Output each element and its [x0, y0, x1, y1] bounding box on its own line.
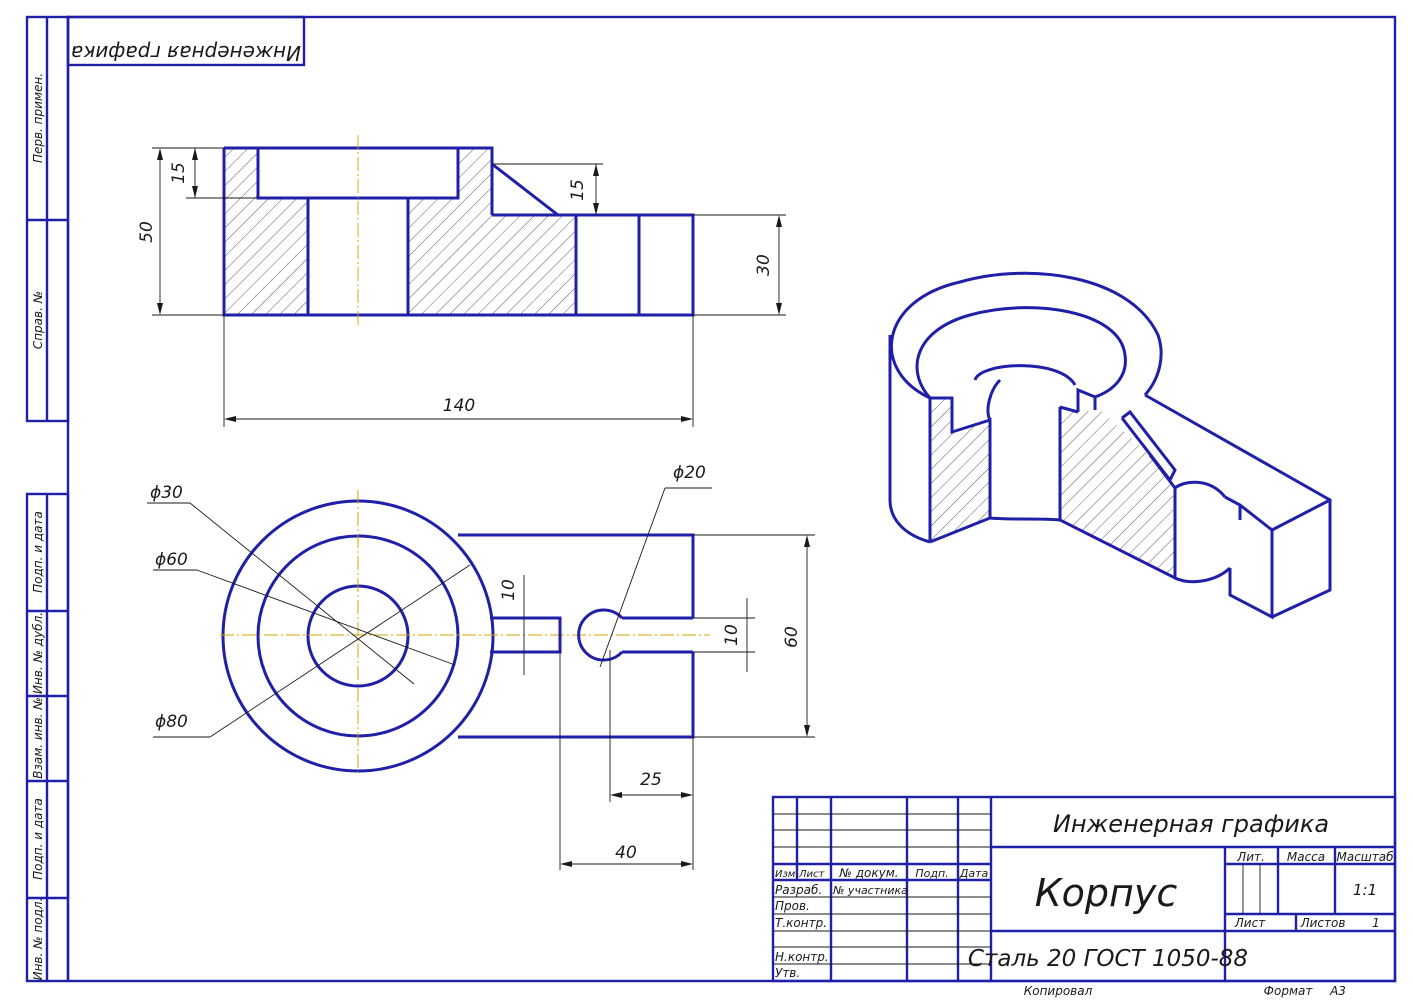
tb-role-utv: Утв.: [775, 966, 800, 980]
dim-length-total: 140: [443, 396, 475, 416]
tb-sheet-label: Лист: [1234, 916, 1266, 930]
dim-lug-width: 60: [782, 626, 802, 648]
side-label-inv-dubl: Инв. № дубл.: [31, 612, 45, 694]
tb-role-prov: Пров.: [775, 899, 810, 913]
tb-role-tkontr: Т.контр.: [775, 916, 827, 930]
side-label-perv-primen: Перв. примен.: [31, 73, 45, 163]
tb-role-razrab: Разраб.: [775, 883, 822, 897]
tb-hdr-date: Дата: [959, 867, 989, 880]
dim-d-outer: ϕ80: [155, 712, 188, 732]
side-label-inv-podl: Инв. № подл.: [31, 898, 45, 981]
corner-label: Инженерная графика: [71, 41, 301, 65]
sheet-frame: [25, 15, 1397, 983]
dim-d-recess: ϕ60: [155, 550, 188, 570]
side-label-podp-data-2: Подп. и дата: [31, 798, 45, 880]
dim-lug-length: 40: [615, 843, 637, 863]
tb-part-name: Корпус: [1035, 871, 1178, 915]
tb-sheets-label: Листов: [1300, 916, 1346, 930]
footer-format-label: Формат: [1264, 984, 1314, 998]
footer-copied: Копировал: [1024, 984, 1093, 998]
dim-lug-height: 30: [754, 254, 774, 276]
top-view: ϕ30 ϕ60 ϕ80 ϕ20 10 10 60 25: [147, 463, 815, 870]
side-label-podp-data-1: Подп. и дата: [31, 511, 45, 593]
tb-hdr-izm: Изм.: [775, 869, 799, 880]
tb-hdr-doc-no: № докум.: [838, 866, 898, 880]
dim-slot-width-left: 10: [499, 579, 519, 601]
dim-slot-width-right: 10: [722, 624, 742, 646]
tb-role-nkontr: Н.контр.: [775, 950, 829, 964]
tb-sheets-value: 1: [1372, 916, 1380, 930]
title-block: Инженерная графика Корпус Сталь 20 ГОСТ …: [771, 795, 1397, 983]
tb-scale-value: 1:1: [1353, 881, 1377, 899]
tb-mass-label: Масса: [1287, 850, 1325, 864]
tb-hdr-sign: Подп.: [915, 867, 948, 880]
tb-organization: Инженерная графика: [1053, 810, 1329, 838]
dim-height-total: 50: [137, 221, 157, 243]
side-column-labels: Перв. примен. Справ. № Подп. и дата Инв.…: [31, 73, 45, 980]
footer-format-value: А3: [1329, 984, 1346, 998]
dim-slot-offset: 25: [640, 770, 662, 790]
tb-material: Сталь 20 ГОСТ 1050-88: [968, 946, 1248, 972]
side-label-vzam-inv: Взам. инв. №: [31, 697, 45, 778]
tb-hdr-list: Лист: [798, 869, 826, 880]
section-hatch-right: [408, 148, 576, 315]
front-view: 50 15 15 30 140: [137, 135, 786, 427]
tb-lit-label: Лит.: [1236, 850, 1265, 864]
dim-chamfer-depth: 15: [568, 179, 588, 201]
side-label-sprav-no: Справ. №: [31, 291, 45, 349]
section-hatch-left: [224, 148, 308, 315]
dim-recess-depth: 15: [169, 162, 189, 184]
isometric-view: [888, 271, 1332, 620]
tb-scale-label: Масштаб: [1336, 850, 1394, 864]
dim-d-hole: ϕ30: [150, 483, 183, 503]
tb-author: № участника: [832, 884, 908, 897]
dim-d-slot-hole: ϕ20: [673, 463, 706, 483]
